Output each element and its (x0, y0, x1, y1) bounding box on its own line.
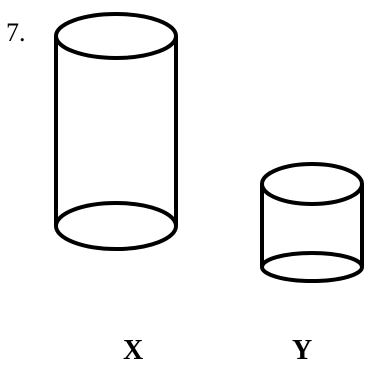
cylinder-x-label: X (123, 335, 144, 366)
cylinder-y (260, 162, 364, 283)
cylinder-y-bottom (260, 251, 364, 283)
cylinder-y-label: Y (292, 335, 313, 366)
cylinder-y-top (260, 162, 364, 206)
cylinder-x-top (54, 12, 178, 60)
cylinder-x (54, 12, 178, 251)
question-number: 7. (6, 18, 26, 47)
cylinder-x-bottom (54, 201, 178, 251)
